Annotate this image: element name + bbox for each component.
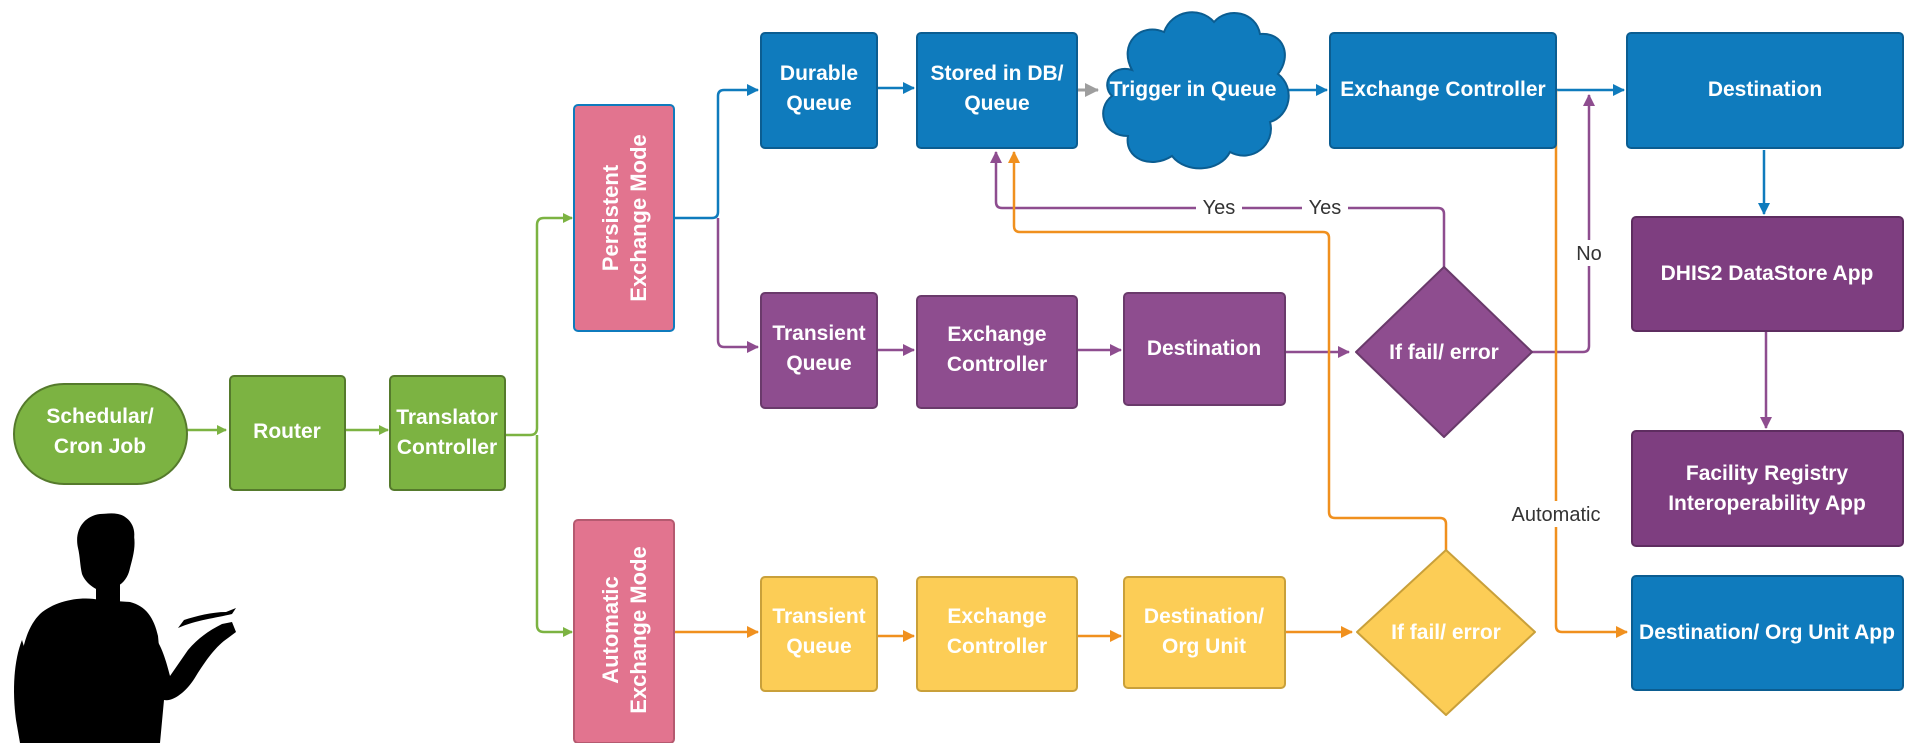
transient-queue-purple-node: Transient Queue: [760, 292, 878, 409]
edge-exchange-automatic-orgunit: [1554, 90, 1628, 638]
destination-purple-node: Destination: [1123, 292, 1286, 406]
edge-iffail-no-destination: [1531, 94, 1595, 354]
exchange-controller-top-node: Exchange Controller: [1329, 32, 1557, 149]
svg-text:Exchange Mode: Exchange Mode: [626, 546, 651, 713]
edge-label-yes-2: Yes: [1309, 197, 1342, 219]
edge-label-yes-1: Yes: [1203, 197, 1236, 219]
transient-queue-yellow-node: Transient Queue: [760, 576, 878, 692]
persistent-mode-node: Persistent Exchange Mode: [573, 104, 675, 332]
connectors: [187, 82, 1772, 642]
svg-text:Destination: Destination: [1708, 78, 1822, 101]
edge-translator-persistent: [505, 213, 573, 437]
translator-node: Translator Controller: [389, 375, 506, 491]
svg-text:Cron Job: Cron Job: [54, 435, 146, 458]
svg-text:Interoperability App: Interoperability App: [1668, 492, 1866, 515]
svg-text:Translator: Translator: [396, 406, 498, 429]
svg-text:Trigger in Queue: Trigger in Queue: [1110, 78, 1277, 101]
facility-registry-node: Facility Registry Interoperability App: [1631, 430, 1904, 547]
svg-text:Destination/: Destination/: [1144, 605, 1264, 628]
edge-label-no: No: [1576, 243, 1602, 265]
svg-text:Durable: Durable: [780, 62, 858, 85]
stored-db-node: Stored in DB/ Queue: [916, 32, 1078, 149]
destination-org-unit-app-node: Destination/ Org Unit App: [1631, 575, 1904, 691]
svg-text:Exchange: Exchange: [947, 605, 1046, 628]
svg-text:Destination: Destination: [1147, 337, 1261, 360]
edge-translator-automatic: [535, 435, 573, 637]
svg-text:Schedular/: Schedular/: [46, 405, 154, 428]
durable-queue-node: Durable Queue: [760, 32, 878, 149]
svg-text:Org Unit: Org Unit: [1162, 635, 1246, 658]
if-fail-purple-diamond: If fail/ error: [1355, 266, 1533, 438]
svg-text:Stored in DB/: Stored in DB/: [930, 62, 1063, 85]
svg-text:Automatic: Automatic: [598, 576, 623, 684]
svg-text:Exchange Controller: Exchange Controller: [1340, 78, 1545, 101]
svg-text:Queue: Queue: [786, 92, 851, 115]
svg-text:DHIS2 DataStore App: DHIS2 DataStore App: [1661, 262, 1874, 285]
svg-text:Queue: Queue: [786, 635, 851, 658]
svg-text:Queue: Queue: [964, 92, 1029, 115]
svg-text:Controller: Controller: [947, 635, 1047, 658]
svg-text:Controller: Controller: [397, 436, 497, 459]
svg-text:Transient: Transient: [772, 322, 865, 345]
edge-persistent-durable: [674, 84, 759, 220]
svg-text:Queue: Queue: [786, 352, 851, 375]
if-fail-yellow-diamond: If fail/ error: [1356, 549, 1536, 716]
svg-text:If fail/ error: If fail/ error: [1391, 621, 1501, 644]
presenter-silhouette-icon: [14, 513, 236, 743]
destination-yellow-node: Destination/ Org Unit: [1123, 576, 1286, 689]
exchange-controller-purple-node: Exchange Controller: [916, 295, 1078, 409]
automatic-mode-node: Automatic Exchange Mode: [573, 519, 675, 743]
svg-text:Facility Registry: Facility Registry: [1686, 462, 1849, 485]
svg-text:Destination/ Org Unit App: Destination/ Org Unit App: [1639, 621, 1895, 644]
scheduler-node: Schedular/ Cron Job: [13, 383, 188, 485]
edge-persistent-transient: [716, 218, 759, 353]
svg-text:Transient: Transient: [772, 605, 865, 628]
trigger-queue-cloud: Trigger in Queue: [1102, 11, 1290, 170]
svg-text:Persistent: Persistent: [598, 164, 623, 271]
svg-text:Exchange: Exchange: [947, 323, 1046, 346]
svg-text:Router: Router: [253, 420, 321, 443]
svg-text:Controller: Controller: [947, 353, 1047, 376]
svg-text:If fail/ error: If fail/ error: [1389, 341, 1499, 364]
edge-labels: Yes Yes No Automatic: [1196, 194, 1608, 527]
svg-text:Exchange Mode: Exchange Mode: [626, 134, 651, 301]
edge-label-automatic: Automatic: [1512, 504, 1601, 526]
router-node: Router: [229, 375, 346, 491]
exchange-controller-yellow-node: Exchange Controller: [916, 576, 1078, 692]
dhis2-app-node: DHIS2 DataStore App: [1631, 216, 1904, 332]
destination-top-node: Destination: [1626, 32, 1904, 149]
edge-iffail-yes-stored-y: [1008, 151, 1448, 550]
